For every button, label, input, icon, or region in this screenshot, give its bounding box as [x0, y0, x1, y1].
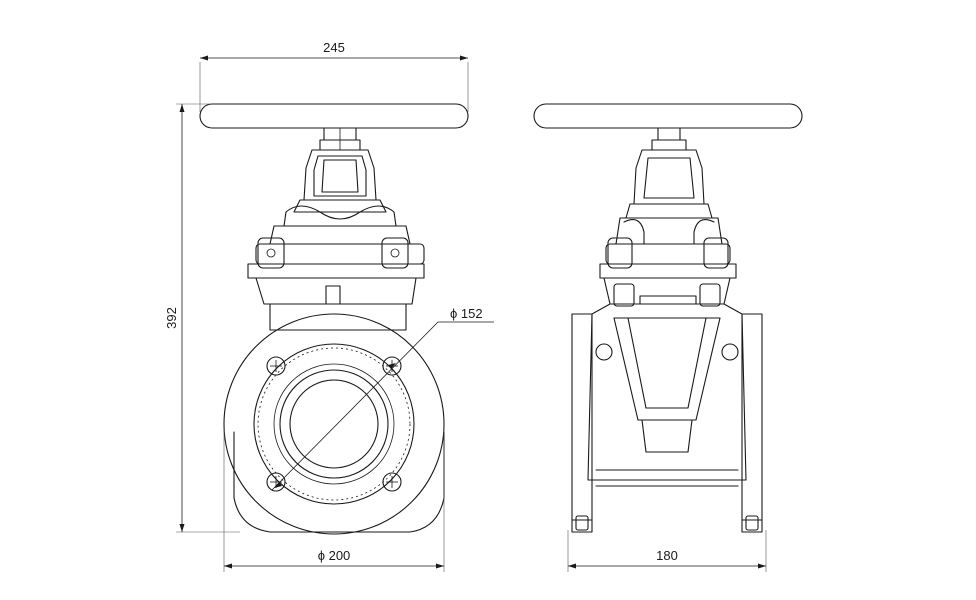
- front-bolt-holes: [266, 356, 402, 492]
- dim-label-width: 245: [323, 40, 345, 55]
- front-flange: [223, 313, 445, 535]
- side-body-upper: [599, 237, 737, 307]
- front-handwheel: [199, 103, 469, 129]
- dim-height: 392: [164, 103, 240, 533]
- side-view: [533, 103, 803, 533]
- front-bonnet: [269, 149, 411, 245]
- front-view: [199, 103, 494, 535]
- dim-width-top: 245: [199, 40, 469, 112]
- dim-label-face-to-face: 180: [656, 548, 678, 563]
- side-flange-right: [741, 313, 763, 533]
- side-body-lower: [587, 303, 747, 487]
- dim-label-height: 392: [164, 307, 179, 329]
- side-flange-left: [571, 313, 593, 533]
- dim-label-flange-diameter: ϕ 200: [318, 548, 351, 563]
- side-handwheel: [533, 103, 803, 129]
- dim-bolt-circle: ϕ 152: [450, 306, 483, 321]
- dim-flange-diameter: ϕ 200: [223, 430, 445, 572]
- dim-face-to-face: 180: [567, 530, 767, 572]
- side-stem: [651, 127, 687, 151]
- side-bonnet: [615, 149, 723, 245]
- bolt-circle-leader: [271, 321, 494, 491]
- front-body-upper: [247, 237, 425, 331]
- dim-label-bolt-circle: ϕ 152: [450, 306, 483, 321]
- front-stem: [319, 127, 361, 151]
